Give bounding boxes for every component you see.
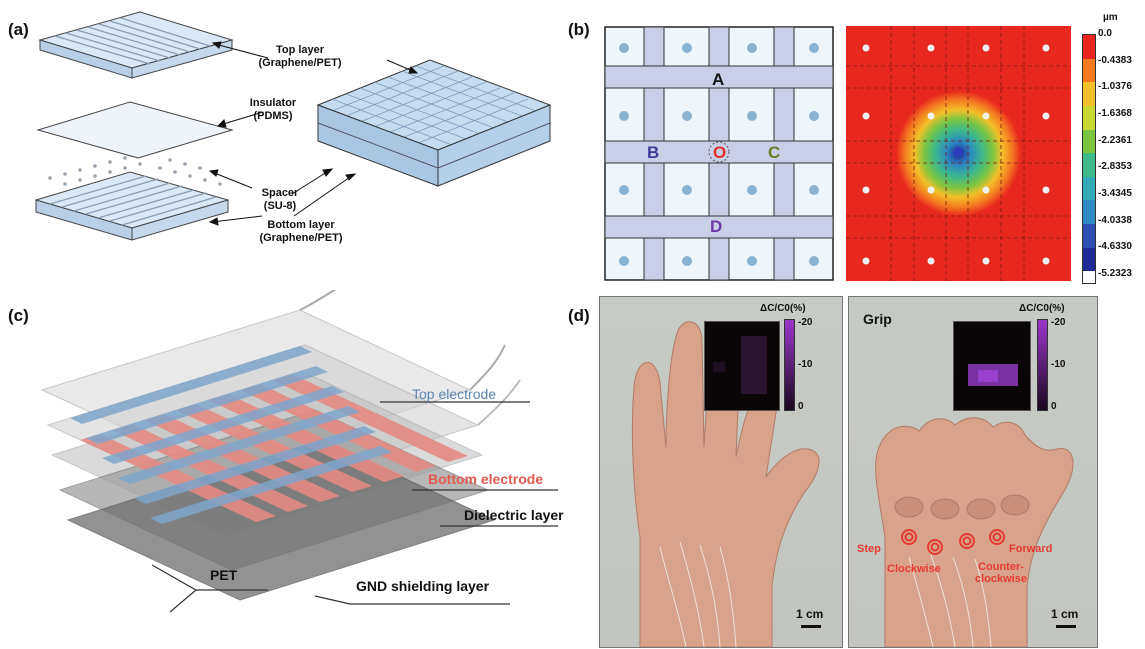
colorbar-cell: [1083, 105, 1095, 130]
colorbar-tick-label: -2.8353: [1098, 161, 1132, 173]
top-layer-callout: Top layer (Graphene/PET): [245, 44, 355, 70]
top-layer-label: Top layer: [275, 44, 325, 56]
colorbar-cell: [1083, 271, 1095, 284]
colorbar-tick-label: -3.4345: [1098, 188, 1132, 199]
gesture-step-label: Step: [857, 543, 881, 555]
gesture-counter-line2: clockwise: [975, 573, 1027, 585]
panel-a-label: (a): [8, 20, 29, 39]
grip-title: Grip: [863, 311, 892, 327]
region-b-label: B: [647, 143, 660, 162]
grip-colorbar: [1037, 319, 1048, 411]
bottom-layer-callout: Bottom layer (Graphene/PET): [246, 219, 356, 245]
fist-illustration: [875, 417, 1074, 647]
grip-cb-tick-mid: -10: [1051, 359, 1066, 370]
electrode-grid-diagram: [604, 26, 834, 281]
region-o-label: O: [713, 143, 727, 162]
colorbar-cell: [1083, 247, 1095, 272]
panel-b-label: (b): [568, 20, 590, 39]
colorbar-tick-label: -4.0338: [1098, 214, 1132, 226]
top-layer-material: (Graphene/PET): [258, 57, 342, 69]
colorbar-tick-label: -2.2361: [1098, 134, 1132, 146]
colorbar-cell: [1083, 224, 1095, 248]
palm-scale-label: 1 cm: [796, 607, 824, 621]
deformation-map: [846, 26, 1071, 281]
spacer-callout: Spacer (SU-8): [250, 187, 310, 213]
colorbar-tick-label: -1.6368: [1098, 108, 1132, 119]
bottom-layer-material: (Graphene/PET): [259, 232, 343, 244]
panel-c-label: (c): [8, 306, 29, 325]
grip-colorbar-title: ΔC/C0(%): [1019, 303, 1065, 314]
gnd-shielding-label: GND shielding layer: [356, 578, 490, 594]
gesture-counter-line1: Counter-: [978, 561, 1024, 573]
bottom-electrode-label: Bottom electrode: [428, 471, 544, 487]
colorbar-cell: [1083, 176, 1095, 201]
colorbar-cell: [1083, 153, 1095, 177]
grip-heatmap: [953, 321, 1031, 411]
palm-scale-bar: [801, 625, 821, 628]
spacer-label: Spacer: [261, 187, 299, 199]
insulator-label: Insulator: [249, 97, 297, 109]
grip-scale-label: 1 cm: [1051, 607, 1079, 621]
colorbar-tick-label: -4.6330: [1098, 241, 1132, 253]
colorbar-cell: [1083, 35, 1095, 59]
gesture-forward-label: Forward: [1009, 543, 1053, 555]
panel-a-illustration: [34, 11, 552, 241]
palm-colorbar-title: ΔC/C0(%): [760, 303, 806, 314]
palm-colorbar: [784, 319, 795, 411]
colorbar-cell: [1083, 58, 1095, 83]
colorbar-tick-label: -0.4383: [1098, 54, 1132, 66]
gesture-clockwise-label: Clockwise: [887, 563, 941, 575]
colorbar-tick-label: 0.0: [1098, 28, 1112, 39]
dielectric-layer-label: Dielectric layer: [464, 507, 564, 523]
pet-label: PET: [210, 567, 238, 583]
top-electrode-label: Top electrode: [412, 386, 497, 402]
spacer-material: (SU-8): [263, 200, 297, 212]
deformation-colorbar: [1082, 34, 1096, 284]
bottom-layer-label: Bottom layer: [267, 219, 335, 231]
grip-scale-bar: [1056, 625, 1076, 628]
palm-photo: ΔC/C0(%) -20 -10 0 1 cm: [599, 296, 843, 648]
insulator-callout: Insulator (PDMS): [243, 97, 303, 123]
palm-cb-tick-top: -20: [798, 317, 813, 328]
colorbar-tick-label: -1.0376: [1098, 81, 1132, 93]
palm-heatmap: [704, 321, 780, 411]
region-c-label: C: [768, 143, 781, 162]
palm-cb-tick-bottom: 0: [798, 401, 804, 412]
colorbar-tick-label: -5.2323: [1098, 268, 1132, 279]
grip-cb-tick-bottom: 0: [1051, 401, 1057, 412]
colorbar-cell: [1083, 200, 1095, 224]
panel-d-label: (d): [568, 306, 590, 325]
grip-cb-tick-top: -20: [1051, 317, 1066, 328]
colorbar-cell: [1083, 129, 1095, 154]
insulator-material: (PDMS): [253, 110, 293, 122]
palm-cb-tick-mid: -10: [798, 359, 813, 370]
grip-photo: Grip ΔC/C0(%) -20 -10 0 Step Clockwise C…: [848, 296, 1098, 648]
colorbar-cell: [1083, 82, 1095, 106]
gesture-counterclockwise-label: Counter- clockwise: [975, 561, 1027, 585]
region-d-label: D: [710, 217, 723, 236]
region-a-label: A: [712, 70, 725, 89]
colorbar-unit: µm: [1103, 12, 1118, 23]
panel-c-illustration: [40, 290, 558, 613]
